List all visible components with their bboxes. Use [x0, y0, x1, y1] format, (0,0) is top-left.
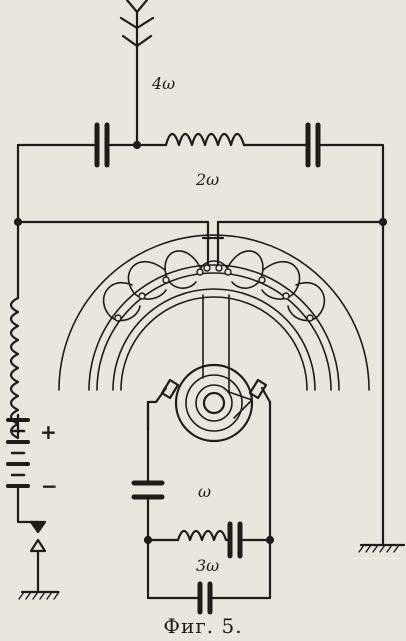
top-circuit-line: [16, 132, 385, 542]
brush-leads: [201, 220, 225, 272]
antenna-icon: [119, 0, 155, 147]
battery-minus-label: −: [41, 474, 58, 498]
top-coil-frequency-label: 2ω: [196, 170, 220, 189]
figure-caption: Фиг. 5.: [163, 614, 243, 638]
battery-icon: [6, 413, 40, 530]
antenna-frequency-label: 4ω: [152, 74, 176, 93]
top-left-capacitor-icon: [94, 122, 110, 168]
right-ground-icon: [358, 538, 406, 553]
series-capacitor-icon: [227, 521, 243, 559]
key-contact-icon: [29, 520, 47, 594]
bottom-tank-frequency-label: 3ω: [196, 556, 220, 575]
left-ground-icon: [18, 590, 60, 600]
battery-plus-label: +: [40, 420, 57, 444]
top-right-capacitor-icon: [305, 122, 321, 168]
tank-capacitor-icon: [131, 480, 165, 500]
lower-tank-network: [146, 400, 272, 600]
left-brush-icon: [146, 378, 180, 432]
tank-frequency-label: ω: [198, 482, 212, 501]
slip-ring-icon: [174, 363, 254, 443]
winding-taps: [114, 264, 314, 322]
bottom-capacitor-icon: [197, 581, 213, 615]
machine-winding-loops: [102, 250, 326, 322]
left-inductor-icon: [9, 296, 20, 440]
right-brush-icon: [208, 378, 272, 600]
machine-stator-arcs: [58, 234, 370, 391]
rotor-leads: [202, 294, 230, 393]
